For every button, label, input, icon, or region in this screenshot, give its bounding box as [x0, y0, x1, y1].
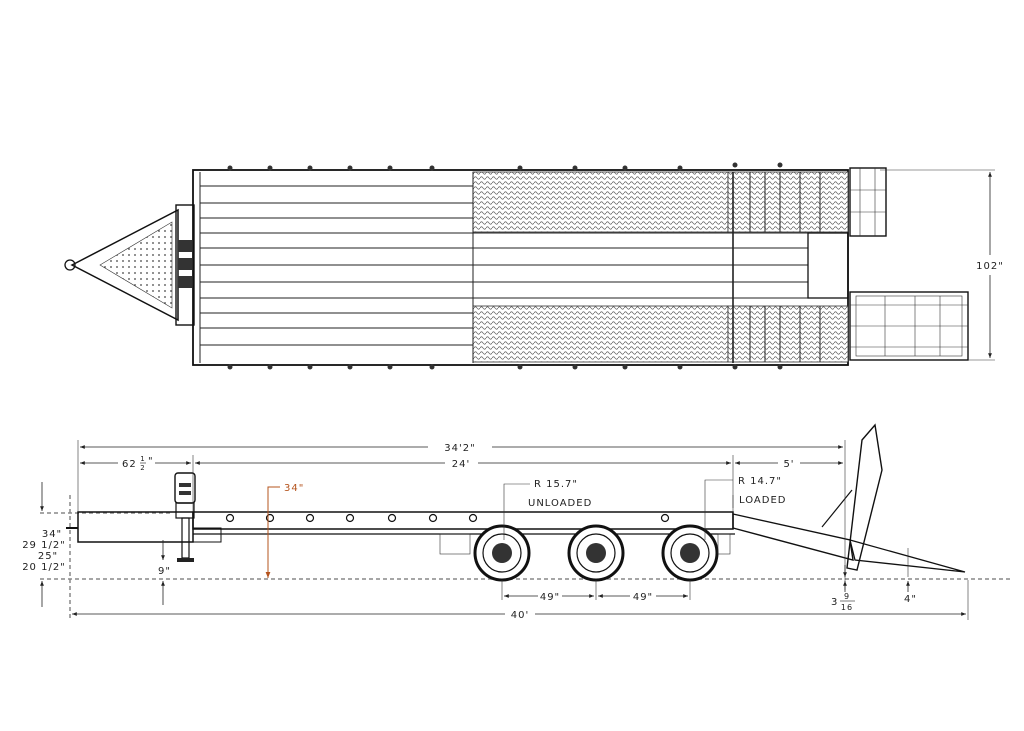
deck-plate-lower	[472, 305, 729, 363]
trailer-frame	[66, 511, 735, 543]
unloaded-radius-label: R 15.7"	[534, 479, 578, 490]
coupler-heights: 34" 29 1/2" 25" 20 1/2"	[22, 482, 66, 607]
deck-plate-upper	[472, 171, 729, 233]
dovetail-plate-upper	[727, 171, 849, 233]
ramp-section-dimension: 5'	[735, 459, 843, 470]
ramp-upper	[849, 167, 887, 237]
top-view: 102"	[64, 162, 1004, 370]
gooseneck-length: 62	[122, 459, 137, 470]
ramp-tip-height-label: 4"	[904, 594, 917, 605]
jack-clearance: 9"	[158, 540, 171, 605]
unloaded-label: UNLOADED	[528, 498, 592, 509]
axle-spacing: 49" 49"	[501, 580, 691, 603]
stake-pockets	[227, 162, 783, 370]
gooseneck-inch-mark: "	[148, 456, 154, 467]
center-block	[807, 232, 849, 299]
axle-spacing-1: 49"	[540, 592, 560, 603]
unloaded-radius: R 15.7" UNLOADED	[503, 479, 592, 540]
width-label: 102"	[976, 261, 1004, 272]
coupler-height-1: 34"	[42, 529, 62, 540]
deck-height-dimension: 34"	[265, 483, 304, 578]
overall-deck-length: 34'2"	[444, 443, 475, 454]
ramp-lower	[849, 291, 969, 361]
loaded-radius: R 14.7" LOADED	[704, 476, 786, 540]
axle-spacing-2: 49"	[633, 592, 653, 603]
overall-deck-dimension: 34'2"	[77, 440, 846, 590]
deck-boards	[199, 172, 848, 363]
loaded-label: LOADED	[739, 495, 786, 506]
deck-height-label: 34"	[284, 483, 304, 494]
wheels	[439, 524, 731, 582]
coupler-height-4: 20 1/2"	[22, 562, 66, 573]
ramp-tip-height: 4"	[904, 548, 917, 605]
tail-clearance-den: 16	[841, 603, 853, 612]
dovetail-ramp	[732, 423, 966, 573]
gooseneck-fraction-num: 1	[140, 455, 145, 463]
landing-jack	[174, 472, 196, 562]
tail-clearance-num: 9	[844, 592, 850, 601]
coupler-height-2: 29 1/2"	[22, 540, 66, 551]
tongue	[64, 204, 195, 326]
main-deck-dimension: 24'	[192, 455, 734, 512]
ramp-section-length: 5'	[783, 459, 794, 470]
overall-length: 40'	[511, 610, 529, 621]
tail-clearance: 3 9 16	[831, 565, 855, 612]
gooseneck-fraction-den: 2	[140, 464, 145, 472]
loaded-radius-label: R 14.7"	[738, 476, 782, 487]
side-view: 34'2" 62 1 2 " 24' 5' 34"	[22, 423, 1010, 621]
overall-length-dimension: 40'	[72, 580, 969, 621]
dovetail-plate-lower	[727, 305, 849, 363]
main-deck-length: 24'	[452, 459, 470, 470]
tail-clearance-whole: 3	[831, 597, 838, 608]
width-dimension: 102"	[880, 169, 1004, 361]
jack-clearance-label: 9"	[158, 566, 171, 577]
gooseneck-dimension: 62 1 2 "	[80, 455, 191, 472]
coupler-height-3: 25"	[38, 551, 58, 562]
